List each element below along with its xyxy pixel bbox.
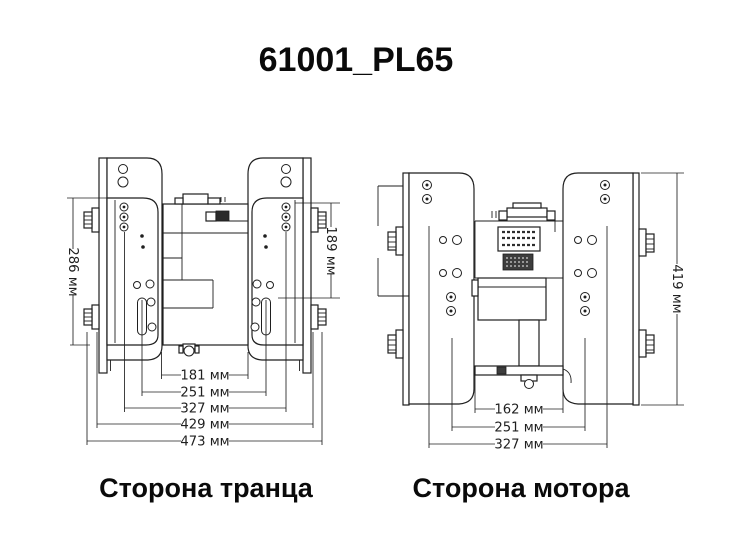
- motor-height-dim-label: 419 мм: [669, 264, 684, 313]
- transom-actuator-unit: [162, 193, 249, 357]
- transom-width-dim-label-5: 473 мм: [180, 435, 229, 450]
- transom-side-view: 181 мм 251 мм 327 мм 429 мм 473 мм 286 м…: [65, 157, 340, 503]
- transom-width-dim-label-4: 429 мм: [180, 418, 229, 433]
- motor-plates: [408, 172, 634, 405]
- transom-width-dim-label-2: 251 мм: [180, 386, 229, 401]
- transom-caption: Сторона транца: [99, 473, 314, 503]
- transom-height-dim-label-right: 189 мм: [323, 226, 338, 275]
- motor-side-bolts: [387, 226, 655, 359]
- motor-caption: Сторона мотора: [413, 473, 631, 503]
- transom-width-dim-label-1: 181 мм: [180, 369, 229, 384]
- transom-dimension-lines: [67, 197, 340, 445]
- transom-height-dim-label-left: 286 мм: [65, 247, 80, 296]
- transom-width-dim-label-3: 327 мм: [180, 402, 229, 417]
- motor-width-dim-label-2: 251 мм: [494, 421, 543, 436]
- motor-actuator-unit: [471, 202, 564, 389]
- motor-width-dim-label-1: 162 мм: [494, 403, 543, 418]
- motor-width-dim-label-3: 327 мм: [494, 438, 543, 453]
- transom-side-bolts: [83, 207, 327, 330]
- motor-dimension-lines: [428, 172, 684, 448]
- transom-right-plate-holes: [250, 164, 292, 336]
- motor-right-plate-holes: [574, 180, 610, 316]
- motor-left-plate-holes: [422, 180, 462, 316]
- motor-side-view: 162 мм 251 мм 327 мм 419 мм Сторона мото…: [377, 172, 684, 503]
- page-title: 61001_PL65: [259, 41, 454, 79]
